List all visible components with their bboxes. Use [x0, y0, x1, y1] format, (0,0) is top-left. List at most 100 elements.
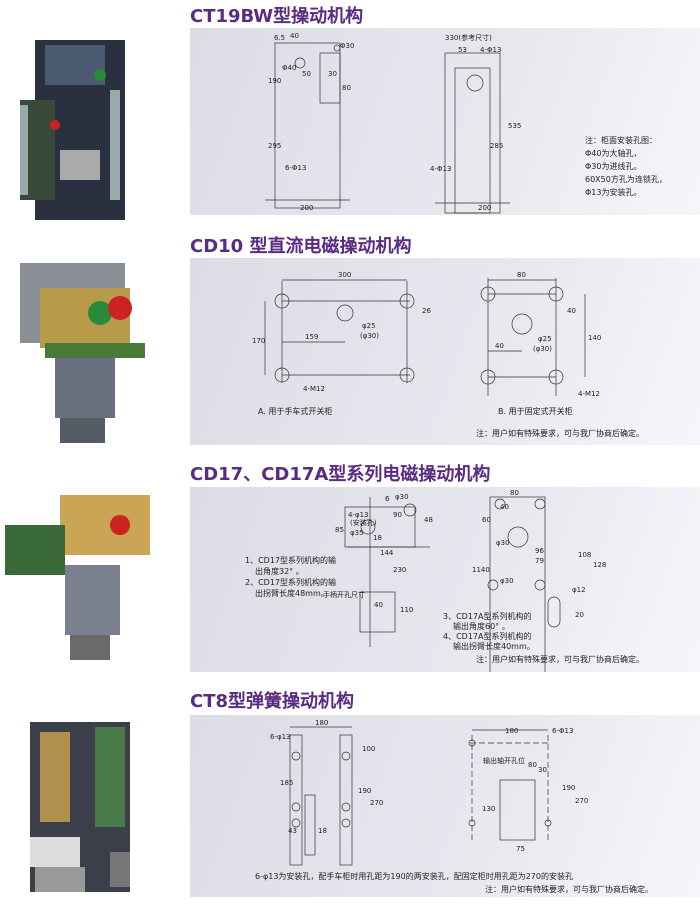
- svg-text:60: 60: [482, 516, 491, 524]
- dim-label: 6.5: [274, 34, 285, 42]
- note-line: 出角度32° 。: [255, 567, 304, 576]
- dim-label: Φ40: [282, 64, 296, 72]
- svg-text:40: 40: [500, 503, 509, 511]
- dim-label: (φ30): [360, 332, 379, 340]
- custom-requirements-note: 注：用户如有特殊要求，可与我厂协商后确定。: [476, 655, 644, 664]
- svg-text:190: 190: [562, 784, 575, 792]
- svg-text:φ30: φ30: [500, 577, 514, 585]
- svg-text:φ35: φ35: [350, 529, 364, 537]
- svg-text:96: 96: [535, 547, 544, 555]
- svg-text:100: 100: [362, 745, 375, 753]
- note-line: 60X50方孔为连锁孔，: [585, 175, 667, 184]
- svg-text:144: 144: [380, 549, 394, 557]
- ct19bw-drawing: 40 6.5 Φ30 Φ40 50 30 80 190 295 200 6-Φ1…: [265, 32, 521, 214]
- svg-text:1140: 1140: [472, 566, 490, 574]
- note-line: Φ13为安装孔。: [585, 188, 642, 197]
- dim-label: 4-Φ13: [430, 165, 451, 173]
- dim-label: 40: [495, 342, 504, 350]
- dim-label: 53: [458, 46, 467, 54]
- svg-text:110: 110: [400, 606, 413, 614]
- svg-text:185: 185: [280, 779, 293, 787]
- note-line: 输出角度60° 。: [453, 622, 510, 631]
- svg-text:190: 190: [358, 787, 371, 795]
- svg-text:128: 128: [593, 561, 606, 569]
- dim-label: 40: [567, 307, 576, 315]
- dim-label: 26: [422, 307, 431, 315]
- svg-text:φ30: φ30: [496, 539, 510, 547]
- dim-label: 535: [508, 122, 521, 130]
- svg-text:230: 230: [393, 566, 406, 574]
- dim-label: 4-Φ13: [480, 46, 501, 54]
- svg-text:85: 85: [335, 526, 344, 534]
- product-photo-cd17: [0, 485, 185, 675]
- product-photo-ct8: [0, 712, 185, 902]
- note-line: Φ40为大轴孔，: [585, 149, 642, 158]
- cd17a-notes: 3、CD17A型系列机构的 输出角度60° 。 4、CD17A型系列机构的 输出…: [443, 612, 535, 652]
- caption-a: A. 用于手车式开关柜: [258, 407, 333, 416]
- dim-label: (φ30): [533, 345, 552, 353]
- svg-text:180: 180: [315, 719, 328, 727]
- svg-text:90: 90: [393, 511, 402, 519]
- note-line: 4、CD17A型系列机构的: [443, 632, 532, 641]
- svg-text:75: 75: [516, 845, 525, 853]
- svg-text:130: 130: [482, 805, 495, 813]
- custom-requirements-note: 注：用户如有特殊要求，可与我厂协商后确定。: [476, 429, 644, 438]
- note-line: Φ30为进线孔。: [585, 162, 642, 171]
- svg-text:20: 20: [575, 611, 584, 619]
- dim-label: 159: [305, 333, 318, 341]
- svg-text:18: 18: [318, 827, 327, 835]
- svg-text:48: 48: [424, 516, 433, 524]
- svg-text:(安装孔): (安装孔): [350, 518, 377, 527]
- dim-label: 80: [342, 84, 351, 92]
- svg-text:6: 6: [385, 495, 390, 503]
- dim-label: 190: [268, 77, 281, 85]
- svg-text:φ12: φ12: [572, 586, 586, 594]
- drawing-panel-cd10: 300 170 159 26 φ25 (φ30) 4-M12 80 140 40…: [190, 258, 700, 445]
- section-title-ct8: CT8型弹簧操动机构: [190, 691, 355, 712]
- cd17-notes: 1、CD17型系列机构的输 出角度32° 。 2、CD17型系列机构的输 出拐臂…: [245, 555, 336, 599]
- svg-text:6-Φ13: 6-Φ13: [552, 727, 573, 735]
- dim-label: 40: [290, 32, 299, 40]
- note-line: 出拐臂长度48mm。: [255, 589, 329, 598]
- svg-text:43: 43: [288, 827, 297, 835]
- ct19bw-notes: 注：柜面安装孔图： Φ40为大轴孔， Φ30为进线孔。 60X50方孔为连锁孔，…: [585, 134, 667, 199]
- dim-label: 200: [478, 204, 491, 212]
- dim-label: 30: [328, 70, 337, 78]
- svg-text:270: 270: [370, 799, 383, 807]
- dim-label: 200: [300, 204, 313, 212]
- note-line: 3、CD17A型系列机构的: [443, 612, 532, 621]
- custom-requirements-note: 注：用户如有特殊要求，可与我厂协商后确定。: [485, 885, 653, 894]
- dim-label: 330(参考尺寸): [445, 33, 492, 42]
- dim-label: 285: [490, 142, 503, 150]
- dim-label: 4-M12: [578, 390, 600, 398]
- dim-label: Φ30: [340, 42, 354, 50]
- product-photo-ct19bw: [0, 30, 185, 225]
- dim-label: 80: [517, 271, 526, 279]
- dim-label: 300: [338, 271, 351, 279]
- svg-text:80: 80: [528, 761, 537, 769]
- mounting-hole-caption: 6-φ13为安装孔，配手车柜时用孔距为190的两安装孔，配固定柜时用孔距为270…: [255, 872, 573, 881]
- dim-label: 6-Φ13: [285, 164, 306, 172]
- caption-b: B. 用于固定式开关柜: [498, 407, 573, 416]
- dim-label: 295: [268, 142, 281, 150]
- dim-label: 170: [252, 337, 265, 345]
- cd10-drawing: 300 170 159 26 φ25 (φ30) 4-M12 80 140 40…: [252, 271, 601, 398]
- note-line: 注：柜面安装孔图：: [585, 136, 657, 145]
- section-title-cd10: CD10 型直流电磁操动机构: [190, 236, 412, 257]
- note-line: 2、CD17型系列机构的输: [245, 578, 337, 587]
- svg-text:输出轴开孔位: 输出轴开孔位: [483, 756, 525, 765]
- note-line: 输出拐臂长度40mm。: [453, 642, 535, 651]
- dim-label: φ25: [362, 322, 376, 330]
- dim-label: 140: [588, 334, 601, 342]
- section-title-ct19bw: CT19BW型操动机构: [190, 6, 364, 27]
- svg-text:φ30: φ30: [395, 493, 409, 501]
- note-line: 1、CD17型系列机构的输: [245, 556, 337, 565]
- svg-text:80: 80: [510, 489, 519, 497]
- svg-text:4-φ13: 4-φ13: [348, 511, 369, 519]
- svg-text:79: 79: [535, 557, 544, 565]
- product-photo-cd10: [0, 258, 185, 448]
